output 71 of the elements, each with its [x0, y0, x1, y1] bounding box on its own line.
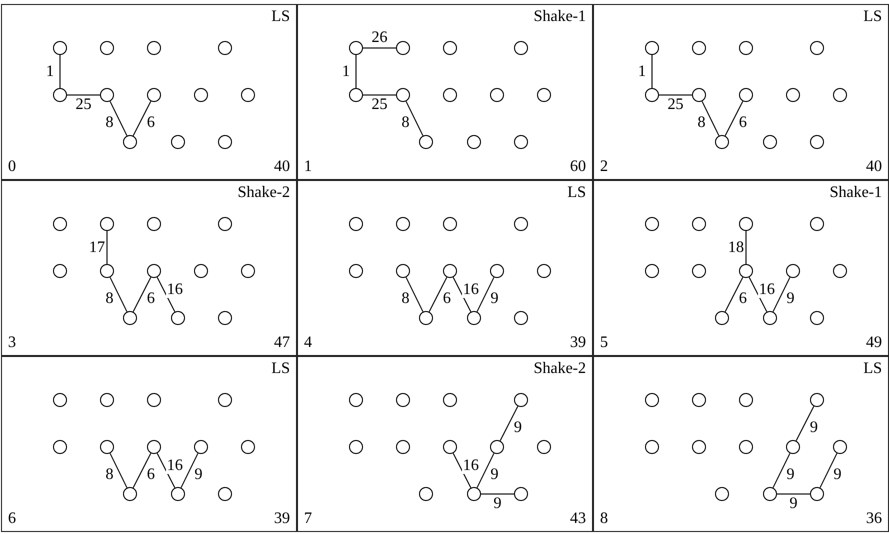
panel — [297, 180, 593, 356]
move-type-label: LS — [271, 8, 290, 26]
connector-line — [702, 100, 720, 136]
cost-value: 47 — [274, 334, 290, 352]
connector-line — [132, 276, 152, 312]
connector-line — [748, 276, 768, 312]
panel — [593, 180, 889, 356]
connector-line — [452, 276, 472, 312]
cost-value: 49 — [866, 334, 882, 352]
panel — [593, 4, 889, 180]
connector-line — [132, 100, 152, 136]
connector-line — [156, 276, 176, 312]
connector-line — [820, 452, 838, 488]
connector-line — [772, 276, 790, 312]
cost-value: 39 — [570, 334, 586, 352]
connector-line — [452, 452, 472, 488]
move-type-label: Shake-2 — [238, 184, 290, 202]
panel — [297, 356, 593, 532]
connector-line — [132, 452, 152, 488]
connector-line — [110, 452, 128, 488]
connector-line — [66, 94, 100, 96]
connector-line — [724, 276, 744, 312]
panel — [1, 180, 297, 356]
connector-line — [106, 230, 108, 264]
step-number: 1 — [304, 158, 312, 176]
panel — [593, 356, 889, 532]
edge-label: 16 — [462, 458, 480, 474]
step-number: 8 — [600, 510, 608, 528]
move-type-label: Shake-1 — [534, 8, 586, 26]
connector-line — [476, 452, 494, 488]
step-number: 0 — [8, 158, 16, 176]
step-number: 7 — [304, 510, 312, 528]
connector-line — [362, 94, 396, 96]
connector-line — [156, 452, 176, 488]
step-number: 5 — [600, 334, 608, 352]
panel — [297, 4, 593, 180]
step-number: 2 — [600, 158, 608, 176]
cost-value: 60 — [570, 158, 586, 176]
connector-line — [772, 452, 790, 488]
step-number: 3 — [8, 334, 16, 352]
cost-value: 39 — [274, 510, 290, 528]
connector-line — [110, 276, 128, 312]
cost-value: 43 — [570, 510, 586, 528]
edge-label: 16 — [166, 458, 184, 474]
move-type-label: LS — [863, 360, 882, 378]
move-type-label: Shake-1 — [830, 184, 882, 202]
panel — [1, 4, 297, 180]
connector-line — [724, 100, 744, 136]
connector-line — [406, 276, 424, 312]
step-number: 4 — [304, 334, 312, 352]
move-type-label: LS — [567, 184, 586, 202]
cost-value: 36 — [866, 510, 882, 528]
connector-line — [406, 100, 424, 136]
move-type-label: LS — [271, 360, 290, 378]
cost-value: 40 — [866, 158, 882, 176]
connector-line — [796, 406, 814, 442]
connector-line — [428, 276, 448, 312]
edge-label: 18 — [727, 240, 745, 256]
step-number: 6 — [8, 510, 16, 528]
edge-label: 16 — [462, 282, 480, 298]
connector-line — [110, 100, 128, 136]
connector-line — [658, 94, 692, 96]
edge-label: 16 — [758, 282, 776, 298]
move-type-label: LS — [863, 8, 882, 26]
connector-line — [500, 406, 518, 442]
connector-line — [180, 452, 198, 488]
move-type-label: Shake-2 — [534, 360, 586, 378]
connector-line — [476, 276, 494, 312]
panel — [1, 356, 297, 532]
cost-value: 40 — [274, 158, 290, 176]
edge-label: 16 — [166, 282, 184, 298]
